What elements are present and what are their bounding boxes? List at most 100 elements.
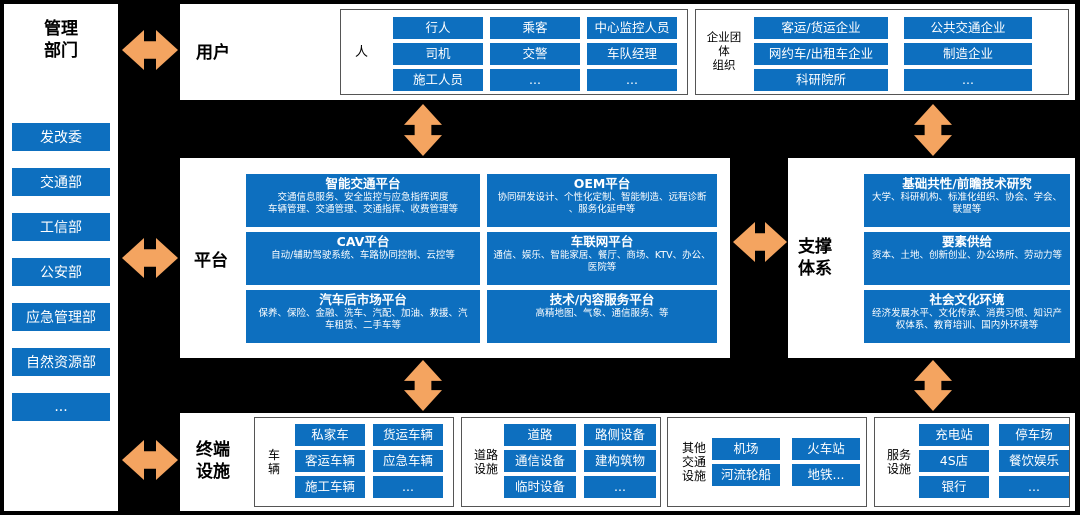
support-box: 要素供给资本、土地、创新创业、办公场所、劳动力等 bbox=[864, 232, 1070, 285]
users-org-group: 企业团 体 组织 客运/货运企业公共交通企业网约车/出租车企业制造企业科研院所.… bbox=[695, 9, 1069, 95]
terminal-group-label: 服务 设施 bbox=[886, 448, 911, 476]
support-box-title: 基础共性/前瞻技术研究 bbox=[902, 176, 1032, 191]
support-box: 社会文化环境经济发展水平、文化传承、消费习惯、知识产 权体系、教育培训、国内外环… bbox=[864, 290, 1070, 343]
terminal-item: 货运车辆 bbox=[373, 424, 443, 446]
management-item: 自然资源部 bbox=[12, 348, 110, 376]
org-item: 客运/货运企业 bbox=[754, 17, 888, 39]
person-label: 人 bbox=[355, 45, 369, 60]
terminal-panel: 终端 设施 车 辆私家车货运车辆客运车辆应急车辆施工车辆...道路 设施道路路侧… bbox=[180, 413, 1075, 511]
platform-box-desc: 交通信息服务、安全监控与应急指挥调度 车辆管理、交通管理、交通指挥、收费管理等 bbox=[267, 192, 458, 215]
terminal-group: 车 辆 私家车货运车辆客运车辆应急车辆施工车辆... bbox=[254, 417, 454, 507]
terminal-group: 道路 设施道路路侧设备通信设备建构筑物临时设备... bbox=[461, 417, 661, 507]
management-item: 工信部 bbox=[12, 213, 110, 241]
terminal-item: 应急车辆 bbox=[373, 450, 443, 472]
person-item: 行人 bbox=[393, 17, 483, 39]
terminal-item: 机场 bbox=[712, 438, 780, 460]
terminal-item: 地铁... bbox=[792, 464, 860, 486]
users-title: 用户 bbox=[196, 43, 230, 63]
person-item: 施工人员 bbox=[393, 69, 483, 91]
management-panel: 管理 部门 发改委交通部工信部公安部应急管理部自然资源部... bbox=[4, 4, 118, 511]
terminal-item: ... bbox=[999, 476, 1069, 498]
users-panel: 用户 人 行人乘客中心监控人员司机交警车队经理施工人员...... 企业团 体 … bbox=[180, 4, 1075, 100]
terminal-item: 路侧设备 bbox=[584, 424, 656, 446]
management-item: 交通部 bbox=[12, 168, 110, 196]
terminal-item: 道路 bbox=[504, 424, 576, 446]
terminal-title: 终端 设施 bbox=[196, 440, 230, 482]
support-box-title: 要素供给 bbox=[941, 234, 992, 249]
platform-box-title: OEM平台 bbox=[573, 176, 631, 191]
double-arrow-icon bbox=[914, 104, 952, 156]
org-item: 网约车/出租车企业 bbox=[754, 43, 888, 65]
platform-box-desc: 保养、保险、金融、洗车、汽配、加油、救援、汽 车租赁、二手车等 bbox=[258, 308, 468, 331]
org-item: ... bbox=[904, 69, 1032, 91]
platform-title: 平台 bbox=[194, 251, 228, 271]
support-box-desc: 大学、科研机构、标准化组织、协会、学会、 联盟等 bbox=[871, 192, 1062, 215]
terminal-item: ... bbox=[373, 476, 443, 498]
platform-box-title: 车联网平台 bbox=[570, 234, 634, 249]
org-item: 公共交通企业 bbox=[904, 17, 1032, 39]
terminal-item: ... bbox=[584, 476, 656, 498]
terminal-item: 建构筑物 bbox=[584, 450, 656, 472]
support-box: 基础共性/前瞻技术研究大学、科研机构、标准化组织、协会、学会、 联盟等 bbox=[864, 174, 1070, 227]
management-item: 发改委 bbox=[12, 123, 110, 151]
double-arrow-icon bbox=[122, 30, 178, 70]
double-arrow-icon bbox=[122, 238, 178, 278]
platform-box-title: 智能交通平台 bbox=[325, 176, 401, 191]
org-item: 科研院所 bbox=[754, 69, 888, 91]
person-item: 车队经理 bbox=[587, 43, 677, 65]
terminal-group-label: 车 辆 bbox=[267, 448, 280, 476]
terminal-item: 客运车辆 bbox=[295, 450, 365, 472]
terminal-group-label: 其他 交通 设施 bbox=[681, 441, 706, 483]
platform-box: 汽车后市场平台保养、保险、金融、洗车、汽配、加油、救援、汽 车租赁、二手车等 bbox=[246, 290, 480, 343]
person-item: ... bbox=[587, 69, 677, 91]
management-item: 应急管理部 bbox=[12, 303, 110, 331]
terminal-item: 河流轮船 bbox=[712, 464, 780, 486]
terminal-item: 通信设备 bbox=[504, 450, 576, 472]
support-panel: 支撑 体系 基础共性/前瞻技术研究大学、科研机构、标准化组织、协会、学会、 联盟… bbox=[788, 158, 1075, 358]
terminal-item: 银行 bbox=[919, 476, 989, 498]
platform-box-desc: 自动/辅助驾驶系统、车路协同控制、云控等 bbox=[271, 250, 455, 261]
users-person-group: 人 行人乘客中心监控人员司机交警车队经理施工人员...... bbox=[340, 9, 688, 95]
org-label: 企业团 体 组织 bbox=[706, 30, 742, 72]
terminal-item: 施工车辆 bbox=[295, 476, 365, 498]
person-item: 交警 bbox=[490, 43, 580, 65]
terminal-item: 火车站 bbox=[792, 438, 860, 460]
management-title: 管理 部门 bbox=[44, 19, 78, 61]
management-item: ... bbox=[12, 393, 110, 421]
person-item: 司机 bbox=[393, 43, 483, 65]
double-arrow-icon bbox=[122, 440, 178, 480]
double-arrow-icon bbox=[733, 222, 787, 262]
double-arrow-icon bbox=[914, 360, 952, 411]
platform-box-title: CAV平台 bbox=[336, 234, 390, 249]
terminal-item: 餐饮娱乐 bbox=[999, 450, 1069, 472]
double-arrow-icon bbox=[404, 104, 442, 156]
terminal-item: 4S店 bbox=[919, 450, 989, 472]
double-arrow-icon bbox=[404, 360, 442, 411]
support-title: 支撑 体系 bbox=[798, 237, 832, 279]
platform-box-desc: 高精地图、气象、通信服务、等 bbox=[535, 308, 669, 319]
platform-box: OEM平台协同研发设计、个性化定制、智能制造、远程诊断 、服务化延申等 bbox=[487, 174, 717, 227]
platform-panel: 平台 智能交通平台交通信息服务、安全监控与应急指挥调度 车辆管理、交通管理、交通… bbox=[180, 158, 730, 358]
platform-box: 技术/内容服务平台高精地图、气象、通信服务、等 bbox=[487, 290, 717, 343]
person-item: ... bbox=[490, 69, 580, 91]
support-box-title: 社会文化环境 bbox=[929, 292, 1005, 307]
platform-box: 智能交通平台交通信息服务、安全监控与应急指挥调度 车辆管理、交通管理、交通指挥、… bbox=[246, 174, 480, 227]
person-item: 中心监控人员 bbox=[587, 17, 677, 39]
platform-box-title: 技术/内容服务平台 bbox=[549, 292, 655, 307]
terminal-group: 其他 交通 设施机场火车站河流轮船地铁... bbox=[667, 417, 867, 507]
platform-box-title: 汽车后市场平台 bbox=[319, 292, 407, 307]
platform-box-desc: 协同研发设计、个性化定制、智能制造、远程诊断 、服务化延申等 bbox=[497, 192, 707, 215]
terminal-item: 私家车 bbox=[295, 424, 365, 446]
terminal-item: 临时设备 bbox=[504, 476, 576, 498]
org-item: 制造企业 bbox=[904, 43, 1032, 65]
platform-box: 车联网平台通信、娱乐、智能家居、餐厅、商场、KTV、办公、 医院等 bbox=[487, 232, 717, 285]
support-box-desc: 经济发展水平、文化传承、消费习惯、知识产 权体系、教育培训、国内外环境等 bbox=[871, 308, 1062, 331]
support-box-desc: 资本、土地、创新创业、办公场所、劳动力等 bbox=[871, 250, 1062, 261]
platform-box-desc: 通信、娱乐、智能家居、餐厅、商场、KTV、办公、 医院等 bbox=[493, 250, 711, 273]
management-item: 公安部 bbox=[12, 258, 110, 286]
terminal-item: 充电站 bbox=[919, 424, 989, 446]
terminal-group-label: 道路 设施 bbox=[473, 448, 498, 476]
person-item: 乘客 bbox=[490, 17, 580, 39]
platform-box: CAV平台自动/辅助驾驶系统、车路协同控制、云控等 bbox=[246, 232, 480, 285]
